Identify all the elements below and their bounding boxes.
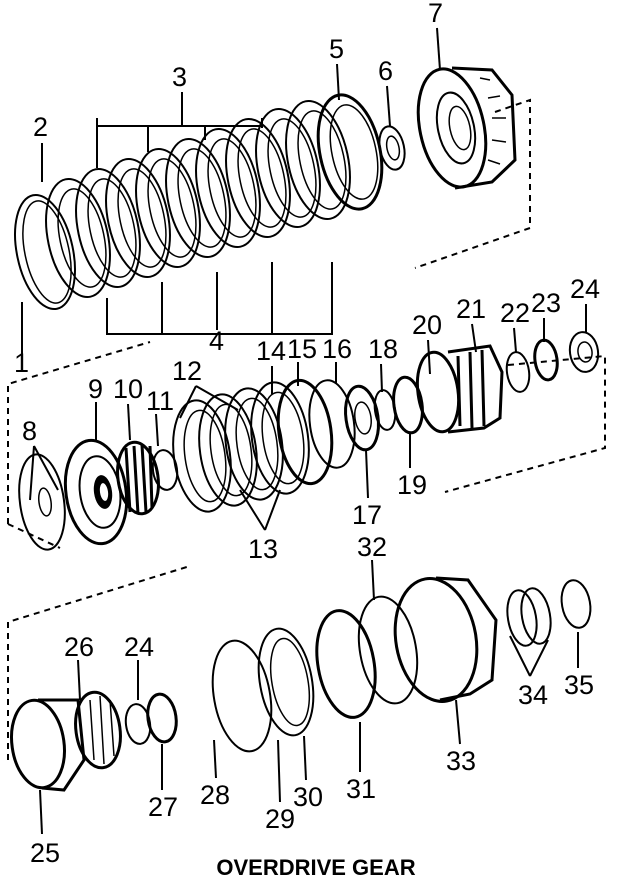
callout-22: 22 — [500, 298, 530, 328]
callout-25: 25 — [30, 838, 60, 868]
callout-4-bracket — [106, 262, 333, 335]
callout-15: 15 — [287, 334, 317, 364]
callout-34: 34 — [518, 680, 548, 710]
callout-32: 32 — [357, 532, 387, 562]
callout-31: 31 — [346, 774, 376, 804]
callout-17: 17 — [352, 500, 382, 530]
callout-12: 12 — [172, 356, 202, 386]
lower-assembly — [7, 565, 592, 792]
callout-23: 23 — [531, 288, 561, 318]
middle-assembly — [7, 331, 606, 551]
callout-4: 4 — [209, 326, 224, 356]
callout-8: 8 — [22, 416, 37, 446]
clutch-pack-group — [14, 66, 531, 311]
callout-24-lower: 24 — [124, 632, 154, 662]
callout-26: 26 — [64, 632, 94, 662]
callout-2: 2 — [33, 112, 48, 142]
callout-21: 21 — [456, 294, 486, 324]
clutch-drum — [416, 66, 517, 190]
callout-24-upper: 24 — [570, 274, 600, 304]
callout-14: 14 — [256, 336, 286, 366]
callout-labels: 1 2 3 4 5 6 7 8 9 10 11 12 13 14 15 16 1… — [14, 0, 600, 868]
callout-7: 7 — [428, 0, 443, 28]
callout-10: 10 — [113, 374, 143, 404]
clutch-discs — [45, 93, 384, 299]
callout-18: 18 — [368, 334, 398, 364]
diagram-title: OVERDRIVE GEAR — [216, 855, 415, 880]
callout-5: 5 — [329, 34, 344, 64]
thrust-washer — [378, 125, 406, 171]
callout-3-bracket — [96, 92, 263, 168]
callout-29: 29 — [265, 804, 295, 834]
callout-1: 1 — [14, 348, 29, 378]
callout-16: 16 — [322, 334, 352, 364]
callout-9: 9 — [88, 374, 103, 404]
callout-28: 28 — [200, 780, 230, 810]
callout-19: 19 — [397, 470, 427, 500]
callout-11: 11 — [146, 386, 174, 416]
callout-6: 6 — [378, 56, 393, 86]
callout-33: 33 — [446, 746, 476, 776]
callout-27: 27 — [148, 792, 178, 822]
callout-20: 20 — [412, 310, 442, 340]
callout-3: 3 — [172, 62, 187, 92]
callout-30: 30 — [293, 782, 323, 812]
callout-13: 13 — [248, 534, 278, 564]
callout-35: 35 — [564, 670, 594, 700]
